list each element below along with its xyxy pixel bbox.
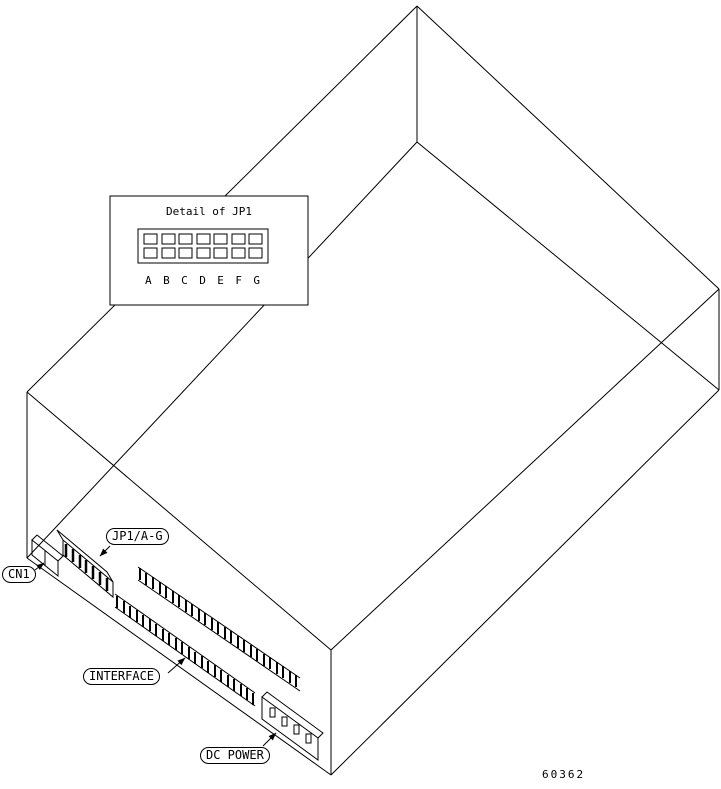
cn1-leader-line bbox=[34, 562, 45, 571]
jumper-pad bbox=[161, 233, 176, 245]
jumper-pads bbox=[143, 233, 263, 259]
jumper-pad bbox=[248, 233, 263, 245]
dc-power-pin bbox=[269, 707, 276, 718]
jumper-pad bbox=[143, 233, 158, 245]
enclosure-edges bbox=[26, 5, 720, 776]
inset-title: Detail of JP1 bbox=[166, 205, 252, 218]
jumper-pad bbox=[178, 247, 193, 259]
jumper-pad bbox=[196, 247, 211, 259]
cn1-front-face bbox=[31, 538, 59, 578]
dc-power-top-face bbox=[261, 691, 324, 739]
jp1-pins bbox=[64, 544, 109, 591]
dc-power-connector bbox=[261, 691, 324, 761]
jp1-front-face bbox=[62, 538, 114, 599]
jp1-top-face bbox=[56, 529, 114, 583]
leader-lines bbox=[34, 545, 277, 747]
interface-row2-pins bbox=[116, 596, 254, 705]
jumper-pad bbox=[231, 233, 246, 245]
jumper-pad bbox=[248, 247, 263, 259]
figure-number: 60362 bbox=[542, 768, 585, 781]
dc-power-pin bbox=[281, 716, 288, 727]
jumper-letters: A B C D E F G bbox=[145, 274, 260, 287]
callout-interface: INTERFACE bbox=[83, 668, 161, 685]
jumper-pad bbox=[213, 233, 228, 245]
callout-dc-power: DC POWER bbox=[200, 747, 270, 764]
dc-power-pin bbox=[305, 733, 312, 744]
jumper-pad bbox=[178, 233, 193, 245]
dc-power-leader-line bbox=[262, 732, 277, 747]
jp1-detail-inset: Detail of JP1 A B C D E F G bbox=[109, 195, 309, 306]
jumper-pad bbox=[231, 247, 246, 259]
jumper-pad bbox=[196, 233, 211, 245]
dc-power-pin bbox=[293, 724, 300, 735]
cn1-connector bbox=[31, 534, 64, 578]
cn1-top-face bbox=[31, 534, 64, 562]
callout-jp1: JP1/A-G bbox=[106, 528, 169, 545]
jumper-pad bbox=[213, 247, 228, 259]
jumper-pad bbox=[143, 247, 158, 259]
jumper-pad bbox=[161, 247, 176, 259]
interface-leader-line bbox=[167, 657, 186, 674]
jp1-leader-line bbox=[99, 545, 111, 557]
interface-row1-pins bbox=[139, 568, 297, 687]
dc-power-front-face bbox=[261, 696, 319, 761]
jp1-jumper-block bbox=[56, 529, 114, 599]
interface-connector bbox=[114, 566, 301, 707]
interface-row2-edges bbox=[114, 593, 256, 707]
callout-cn1: CN1 bbox=[2, 566, 36, 583]
enclosure-wireframe bbox=[26, 5, 720, 776]
